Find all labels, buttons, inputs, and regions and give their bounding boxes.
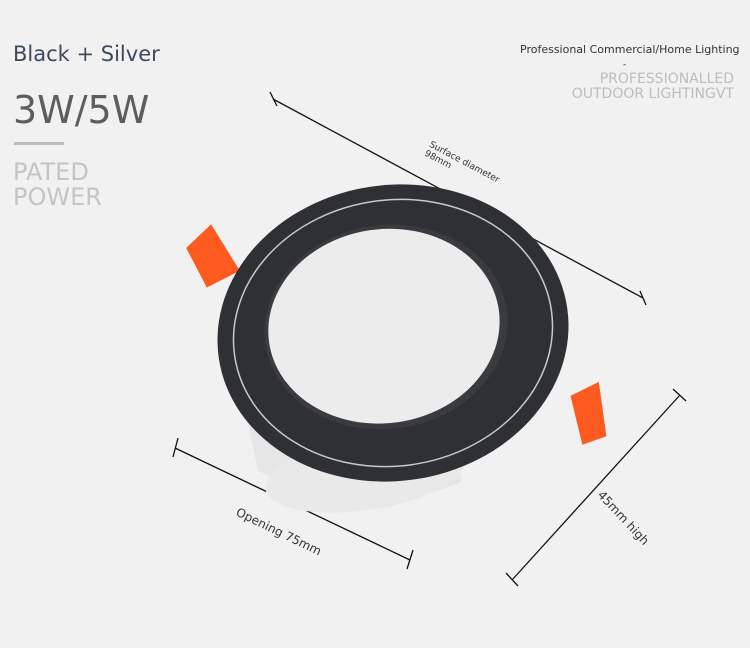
separator: - [623, 60, 627, 70]
rated-power-line-1: PATED [13, 158, 89, 186]
tagline: Professional Commercial/Home Lighting [520, 43, 740, 56]
spring-clip-right [570, 381, 607, 445]
rated-power-label: PATED POWER [13, 160, 102, 210]
brand-line-2: OUTDOOR LIGHTINGVT [571, 86, 734, 102]
spring-clip-left [186, 224, 240, 288]
power-rating: 3W/5W [13, 88, 150, 132]
color-variant: Black + Silver [13, 42, 160, 66]
bottom-border [0, 648, 750, 654]
downlight [186, 184, 607, 513]
height-line [511, 394, 681, 581]
brand-text: PROFESSIONALLED OUTDOOR LIGHTINGVT [572, 72, 734, 102]
diffuser [268, 228, 500, 424]
divider [14, 142, 64, 145]
brand-line-1: PROFESSIONALLED [599, 71, 734, 87]
rated-power-line-2: POWER [13, 183, 102, 211]
